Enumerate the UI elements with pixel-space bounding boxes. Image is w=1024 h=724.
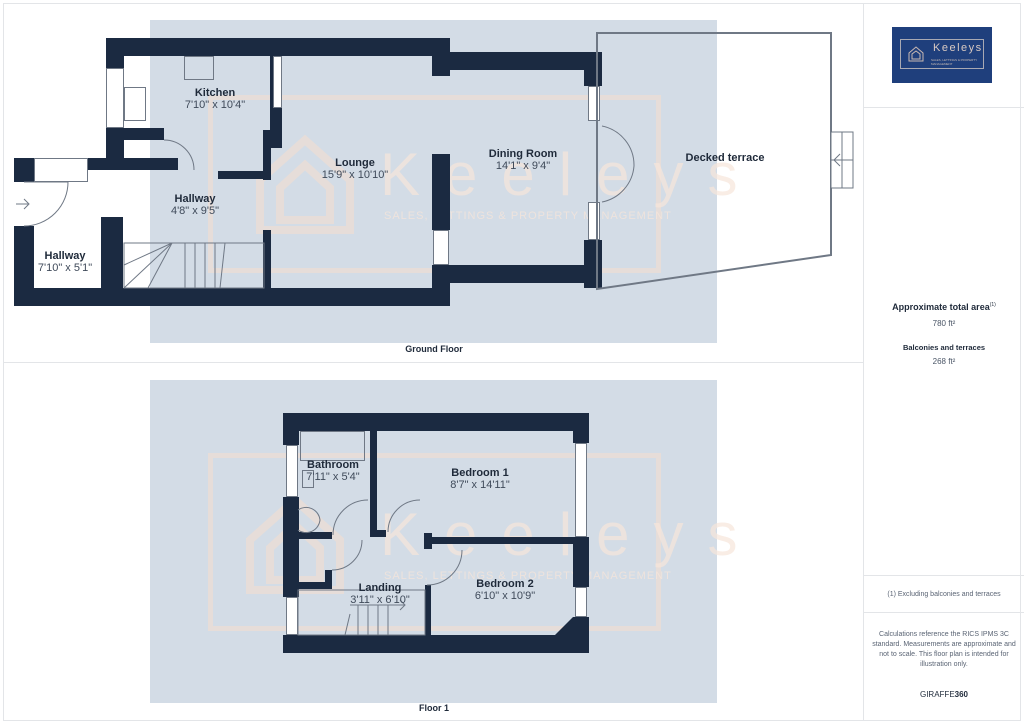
- room-dimensions: 7'11" x 5'4": [306, 471, 360, 483]
- room-name: Hallway: [174, 193, 216, 205]
- room-dimensions: 7'10" x 5'1": [37, 262, 93, 274]
- sidebar-panel: [863, 3, 1021, 721]
- room-dimensions: 14'1" x 9'4": [495, 160, 551, 172]
- logo-cell: [864, 3, 1024, 108]
- logo-tagline: SALES, LETTINGS & PROPERTY MANAGEMENT: [931, 58, 978, 66]
- room-bedroom-1: Bedroom 1 8'7" x 14'11": [430, 467, 530, 491]
- wall: [573, 537, 589, 587]
- room-bathroom: Bathroom 7'11" x 5'4": [298, 459, 368, 483]
- wall: [432, 265, 450, 306]
- room-name: Bedroom 1: [451, 467, 509, 479]
- floor-label-ground: Ground Floor: [405, 344, 463, 354]
- total-area-value: 780 ft²: [932, 319, 956, 328]
- watermark-tagline: SALES, LETTINGS & PROPERTY MANAGEMENT: [384, 570, 672, 582]
- room-dining-room: Dining Room 14'1" x 9'4": [473, 148, 573, 172]
- room-name: Kitchen: [194, 87, 236, 99]
- room-dimensions: 3'11" x 6'10": [350, 594, 410, 606]
- wall: [263, 130, 271, 180]
- window: [575, 443, 587, 537]
- room-decked-terrace: Decked terrace: [670, 152, 780, 164]
- wall: [424, 533, 432, 549]
- room-dimensions: 4'8" x 9'5": [170, 205, 220, 217]
- watermark-frame: [208, 453, 661, 631]
- wall: [283, 635, 589, 653]
- window: [106, 68, 124, 128]
- room-dimensions: 8'7" x 14'11": [450, 479, 510, 491]
- logo-frame: Keeleys SALES, LETTINGS & PROPERTY MANAG…: [900, 39, 984, 69]
- window: [273, 56, 282, 108]
- wall: [263, 230, 271, 300]
- wall: [14, 158, 34, 182]
- room-name: Decked terrace: [685, 152, 765, 164]
- brand-logo: Keeleys SALES, LETTINGS & PROPERTY MANAG…: [892, 27, 992, 83]
- room-hallway: Hallway 4'8" x 9'5": [150, 193, 240, 217]
- room-name: Lounge: [335, 157, 375, 169]
- wall: [424, 537, 579, 544]
- wall: [101, 217, 123, 297]
- wall: [432, 52, 450, 76]
- giraffe360-credit: GIRAFFE360: [919, 690, 969, 699]
- wall: [106, 128, 164, 140]
- footnote: (1) Excluding balconies and terraces: [887, 591, 1001, 598]
- room-name: Dining Room: [488, 148, 558, 160]
- room-dimensions: 15'9" x 10'10": [321, 169, 389, 181]
- wall: [432, 265, 602, 283]
- wall: [283, 413, 589, 431]
- wall: [432, 154, 450, 230]
- total-area-title: Approximate total area(1): [892, 302, 996, 312]
- wall: [283, 497, 299, 597]
- watermark-text: Keeleys: [380, 501, 762, 568]
- wall: [298, 582, 332, 589]
- room-bedroom-2: Bedroom 2 6'10" x 10'9": [455, 578, 555, 602]
- floor-label-floor-1: Floor 1: [418, 703, 449, 713]
- watermark-house-icon: [256, 134, 354, 234]
- room-dimensions: 7'10" x 10'4": [184, 99, 246, 111]
- wall: [14, 226, 34, 306]
- balconies-value: 268 ft²: [932, 357, 956, 366]
- wall: [370, 530, 386, 537]
- room-lounge: Lounge 15'9" x 10'10": [305, 157, 405, 181]
- room-name: Bedroom 2: [476, 578, 534, 590]
- room-name: Bathroom: [307, 459, 359, 471]
- footnote-cell: [864, 575, 1024, 613]
- sink-icon: [124, 87, 146, 121]
- basin-icon: [302, 470, 314, 488]
- room-dimensions: 6'10" x 10'9": [474, 590, 536, 602]
- bathtub-icon: [300, 431, 365, 461]
- window: [433, 230, 449, 265]
- wall: [14, 288, 450, 306]
- balconies-title: Balconies and terraces: [902, 343, 986, 352]
- house-icon: [908, 46, 924, 62]
- disclaimer: Calculations reference the RICS IPMS 3C …: [872, 631, 1016, 668]
- wall: [573, 413, 589, 443]
- wall: [370, 431, 377, 536]
- window: [286, 445, 298, 497]
- room-entrance-hallway: Hallway 7'10" x 5'1": [20, 250, 110, 274]
- wall: [325, 570, 332, 589]
- room-landing: Landing 3'11" x 6'10": [340, 582, 420, 606]
- wall: [425, 585, 431, 640]
- room-name: Landing: [358, 582, 402, 594]
- room-kitchen: Kitchen 7'10" x 10'4": [170, 87, 260, 111]
- wall: [283, 413, 299, 445]
- wall: [218, 171, 268, 179]
- wall: [106, 38, 124, 68]
- wall: [573, 617, 589, 653]
- logo-text: Keeleys: [933, 42, 983, 54]
- hob-icon: [184, 56, 214, 80]
- wall: [298, 532, 332, 539]
- wall: [432, 52, 602, 70]
- wall: [88, 158, 178, 170]
- window: [575, 587, 587, 617]
- room-name: Hallway: [44, 250, 86, 262]
